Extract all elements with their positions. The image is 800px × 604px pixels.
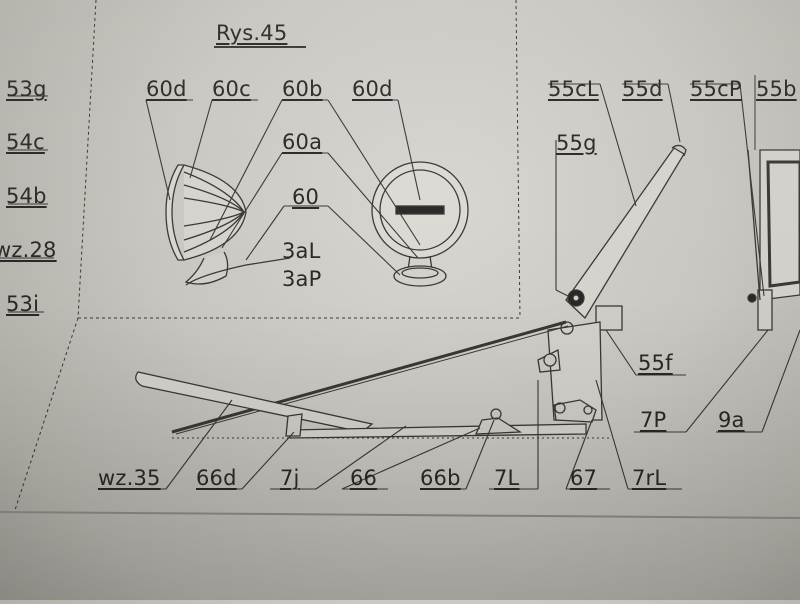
label-7j: 7j (280, 466, 300, 490)
label-66d: 66d (196, 466, 237, 490)
body-panel-right (747, 149, 800, 331)
handbrake-lever (537, 144, 687, 423)
label-9a: 9a (718, 408, 745, 432)
label-wz28: wz.28 (0, 238, 57, 262)
label-53g: 53g (6, 77, 47, 101)
headlamp-front-view (371, 161, 469, 287)
leader-lines-lamps (145, 46, 421, 276)
leader-lines-parts (0, 83, 800, 490)
brake-rod (171, 320, 567, 434)
figure-title: Rys.45 (216, 21, 288, 45)
label-7L: 7L (494, 466, 520, 490)
label-3aL: 3aL (282, 239, 321, 263)
label-55d: 55d (622, 77, 663, 101)
label-53i: 53i (6, 292, 40, 316)
label-60c: 60c (212, 77, 251, 101)
headlamp-side-view (165, 164, 291, 286)
label-7P: 7P (640, 408, 667, 432)
label-66b: 66b (420, 466, 461, 490)
label-55f: 55f (638, 351, 673, 375)
label-60b: 60b (282, 77, 323, 101)
label-60a: 60a (282, 130, 323, 154)
lower-link (135, 371, 587, 439)
dashed-panel-frame (14, 0, 521, 511)
label-55cP: 55cP (690, 77, 742, 101)
label-3aP: 3aP (282, 267, 322, 291)
label-54c: 54c (6, 130, 45, 154)
label-55b: 55b (756, 77, 797, 101)
label-60: 60 (292, 185, 320, 209)
label-66: 66 (350, 466, 378, 490)
label-60d-right: 60d (352, 77, 393, 101)
label-55g: 55g (556, 131, 597, 155)
page-bottom-edge (0, 511, 800, 519)
label-55cL: 55cL (548, 77, 599, 101)
label-60d-left: 60d (146, 77, 187, 101)
label-7rL: 7rL (632, 466, 667, 490)
label-wz35: wz.35 (98, 466, 161, 490)
label-54b: 54b (6, 184, 47, 208)
label-67: 67 (570, 466, 598, 490)
